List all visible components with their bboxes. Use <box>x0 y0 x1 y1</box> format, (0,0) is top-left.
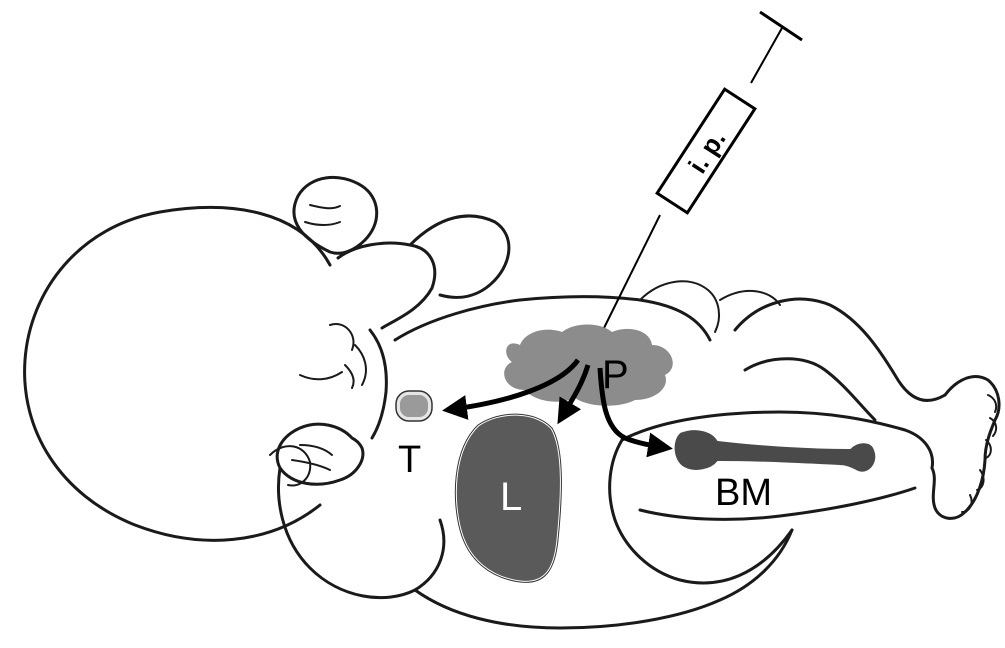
syringe-icon: i. p. <box>602 12 802 332</box>
thymus-label: T <box>398 439 421 481</box>
upper-fist <box>294 177 377 253</box>
bone-marrow: BM <box>674 429 877 514</box>
thymus-shape <box>398 393 430 419</box>
lower-leg-underside <box>640 488 915 519</box>
neck-line <box>370 330 386 438</box>
belly-fold <box>640 281 719 332</box>
femur-bone-shape <box>674 429 877 473</box>
peritoneum-label: P <box>602 353 629 397</box>
lower-hand <box>277 424 363 484</box>
thymus: T <box>396 391 432 481</box>
upper-fist-fingers <box>305 205 340 225</box>
bone-marrow-label: BM <box>715 472 772 514</box>
ear-detail <box>270 446 310 485</box>
toes <box>962 395 996 512</box>
upper-arm-outline <box>338 243 435 328</box>
forearm-outline <box>410 216 509 297</box>
face-features <box>300 324 366 388</box>
upper-leg-outline <box>735 299 945 400</box>
lower-arm-outline <box>279 468 444 598</box>
liver-label: L <box>500 475 522 519</box>
liver: L <box>455 414 561 582</box>
head-outline <box>25 207 330 540</box>
